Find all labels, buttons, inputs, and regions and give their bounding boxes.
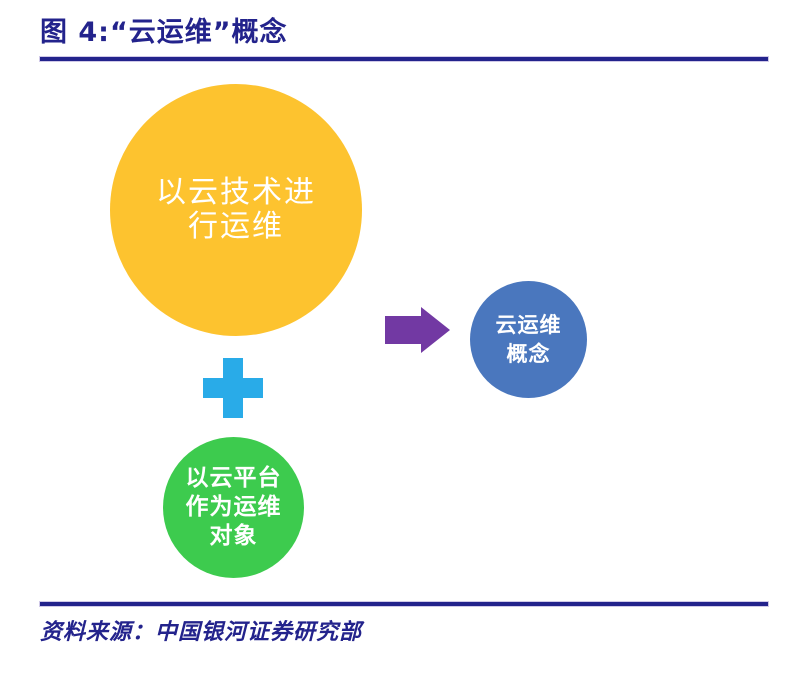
figure-title: 图 4:“云运维”概念 xyxy=(40,17,288,48)
cloud-tech-circle: 以云技术进 行运维 xyxy=(110,84,362,336)
cloud-platform-circle-line1: 以云平台 xyxy=(185,465,282,491)
cloud-ops-concept-circle-line1: 云运维 xyxy=(495,312,562,337)
right-arrow-icon xyxy=(385,307,450,357)
footer-divider-line xyxy=(40,602,768,606)
cloud-platform-circle: 以云平台 作为运维 对象 xyxy=(163,437,304,578)
cloud-ops-concept-circle-line2: 概念 xyxy=(506,341,551,366)
cloud-ops-concept-circle: 云运维 概念 xyxy=(470,281,587,398)
cloud-tech-circle-line1: 以云技术进 xyxy=(156,175,316,210)
plus-icon xyxy=(202,357,264,423)
cloud-platform-circle-line2: 作为运维 xyxy=(185,494,282,520)
cloud-tech-circle-line2: 行运维 xyxy=(188,209,284,244)
data-source-text: 资料来源：中国银河证券研究部 xyxy=(40,620,363,645)
cloud-platform-circle-line3: 对象 xyxy=(209,523,258,549)
title-divider-line xyxy=(40,57,768,61)
